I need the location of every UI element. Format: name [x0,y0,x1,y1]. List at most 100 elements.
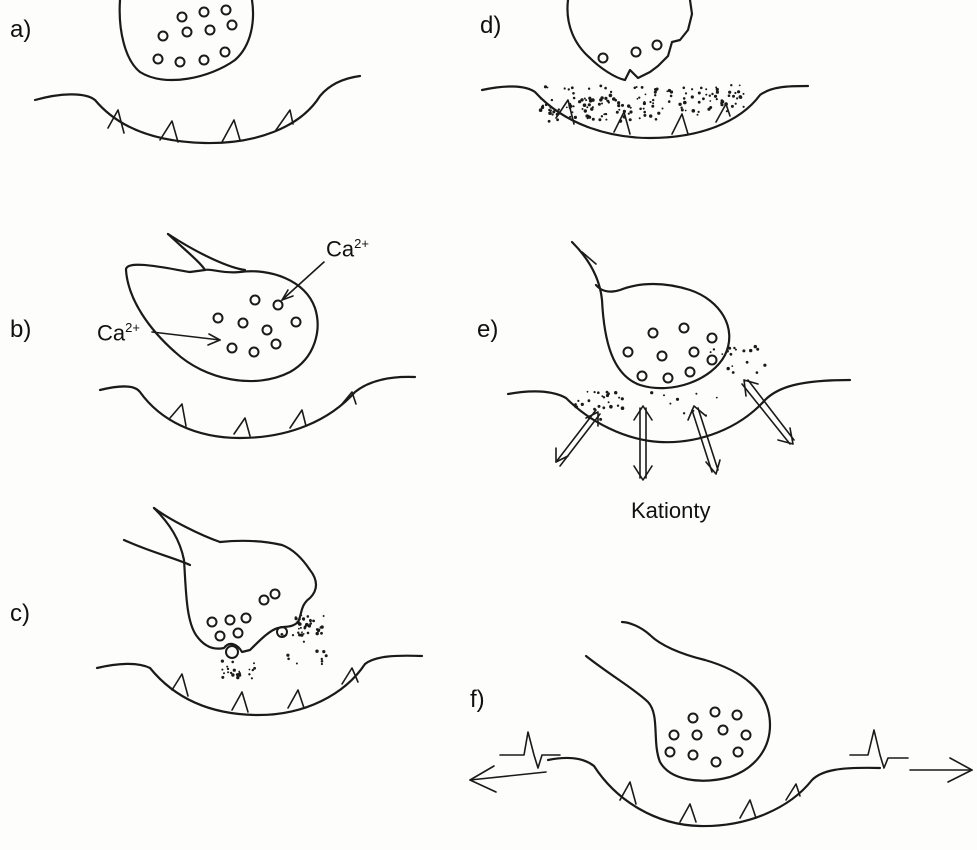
neurotransmitter-dot [304,627,307,630]
neurotransmitter-dot [569,103,571,105]
neurotransmitter-dot [683,87,686,90]
neurotransmitter-dot [711,93,713,95]
neurotransmitter-dot [230,672,232,674]
neurotransmitter-dot [609,94,613,98]
panel-b-drawing [100,234,415,438]
neurotransmitter-dot [583,103,587,107]
neurotransmitter-dot [604,87,607,90]
neurotransmitter-dot [685,92,687,94]
neurotransmitter-dot [286,654,289,657]
neurotransmitter-dot [316,632,319,635]
panel-f-drawing [470,622,972,826]
neurotransmitter-dot [323,615,325,617]
neurotransmitter-dot [749,349,752,352]
neurotransmitter-dot [316,628,319,631]
neurotransmitter-dot [598,103,601,106]
neurotransmitter-dot [569,116,571,118]
neurotransmitter-dot [597,391,600,394]
neurotransmitter-dot [249,669,251,671]
neurotransmitter-dot [618,109,620,111]
neurotransmitter-dot [606,394,609,397]
neurotransmitter-dot [283,635,286,638]
neurotransmitter-dot [303,641,305,643]
neurotransmitter-dot [714,95,717,98]
neurotransmitter-dot [573,97,576,100]
neurotransmitter-dot [702,97,705,100]
neurotransmitter-dot [655,118,658,121]
neurotransmitter-dot [599,85,602,88]
neurotransmitter-dot [601,103,603,105]
panel-d-drawing [482,0,808,138]
neurotransmitter-dot [572,105,574,107]
neurotransmitter-dot [548,111,552,115]
neurotransmitter-dot [576,406,578,408]
neurotransmitter-dot [548,120,551,123]
neurotransmitter-dot [549,107,551,109]
neurotransmitter-dot [287,658,290,661]
neurotransmitter-dot [588,88,590,90]
neurotransmitter-dot [739,85,741,87]
neurotransmitter-dot [734,92,736,94]
neurotransmitter-dot [623,110,626,113]
neurotransmitter-dot [599,418,602,421]
neurotransmitter-dot [221,660,224,663]
neurotransmitter-dot [588,103,591,106]
neurotransmitter-dot [603,113,605,115]
neurotransmitter-dot [733,347,735,349]
neurotransmitter-dot [556,113,559,116]
neurotransmitter-dot [308,624,311,627]
neurotransmitter-dot [754,345,757,348]
neurotransmitter-dot [643,108,645,110]
neurotransmitter-dot [586,106,588,108]
neurotransmitter-dot [698,92,701,95]
neurotransmitter-dot [556,118,559,121]
neurotransmitter-dot [580,98,583,101]
neurotransmitter-dot [251,677,253,679]
neurotransmitter-dot [231,661,234,664]
neurotransmitter-dot [730,84,732,86]
neurotransmitter-dot [588,399,591,402]
neurotransmitter-dot [292,634,294,636]
neurotransmitter-dot [724,102,728,106]
neurotransmitter-dot [592,106,594,108]
neurotransmitter-dot [710,351,712,353]
neurotransmitter-dot [617,405,619,407]
neurotransmitter-dot [551,99,553,101]
neurotransmitter-dot [541,106,544,109]
neurotransmitter-dot [617,101,620,104]
neurotransmitter-dot [545,103,548,106]
neurotransmitter-dot [281,633,284,636]
neurotransmitter-dot [698,111,700,113]
neurotransmitter-dot [736,97,738,99]
neurotransmitter-dot [616,111,619,114]
neurotransmitter-dot [678,103,681,106]
neurotransmitter-dot [638,97,640,99]
neurotransmitter-dot [716,98,718,100]
neurotransmitter-dot [621,406,625,410]
neurotransmitter-dot [716,397,718,399]
vesicle-icon [666,708,751,767]
vesicle-icon [154,6,237,67]
neurotransmitter-dot [303,619,305,621]
neurotransmitter-dot [550,109,552,111]
vesicle-icon [599,41,662,63]
neurotransmitter-dot [681,109,684,112]
neurotransmitter-dot [743,106,745,108]
neurotransmitter-dot [728,91,731,94]
neurotransmitter-dot [582,108,584,110]
neurotransmitter-dot [730,353,733,356]
receptor-icon [620,782,800,822]
neurotransmitter-dot [608,401,610,403]
neurotransmitter-dot [320,632,323,635]
neurotransmitter-dot [721,353,723,355]
neurotransmitter-dot [602,406,605,409]
neurotransmitter-dot [600,96,603,99]
neurotransmitter-dot [700,87,703,90]
neurotransmitter-dot [657,112,660,115]
neurotransmitter-dot [643,111,646,114]
neurotransmitter-dot [248,673,250,675]
neurotransmitter-dot [636,86,638,88]
neurotransmitter-dot [628,113,630,115]
neurotransmitter-dot [637,98,639,100]
neurotransmitter-dot [296,621,300,625]
